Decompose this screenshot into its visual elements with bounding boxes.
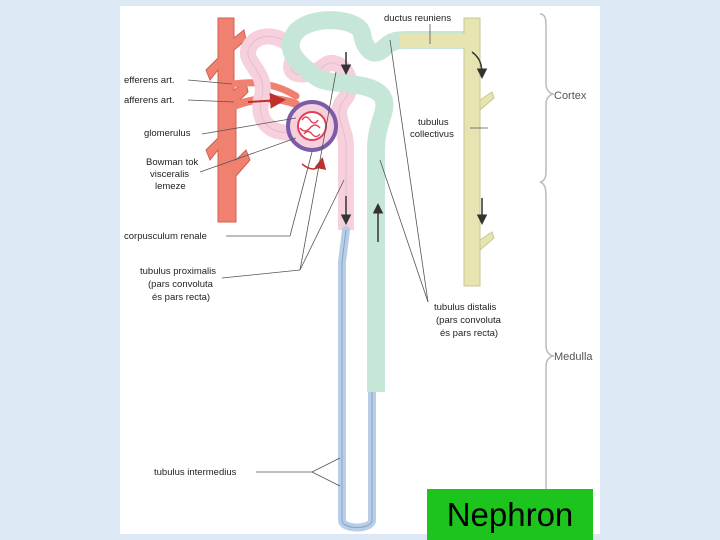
label-glomerulus: glomerulus	[144, 128, 191, 139]
label-distalis-1: tubulus distalis	[434, 302, 497, 313]
label-efferens-art: efferens art.	[124, 75, 175, 86]
label-corpusculum-renale: corpusculum renale	[124, 231, 207, 242]
cortex-label: Cortex	[554, 90, 587, 102]
slide-title-box: Nephron	[427, 489, 593, 540]
label-distalis-3: és pars recta)	[440, 328, 498, 339]
slide-title: Nephron	[447, 496, 574, 534]
collecting-duct	[400, 18, 494, 286]
label-proximalis-1: tubulus proximalis	[140, 266, 216, 277]
label-afferens-art: afferens art.	[124, 95, 175, 106]
label-proximalis-2: (pars convoluta	[148, 279, 214, 290]
label-tubulus-intermedius: tubulus intermedius	[154, 467, 237, 478]
label-ductus-reuniens: ductus reuniens	[384, 13, 451, 24]
label-bowman-3: lemeze	[155, 181, 186, 192]
medulla-bracket	[540, 182, 554, 532]
label-bowman-2: visceralis	[150, 169, 189, 180]
renal-corpuscle	[288, 102, 336, 150]
medulla-label: Medulla	[554, 351, 593, 363]
label-proximalis-3: és pars recta)	[152, 292, 210, 303]
label-distalis-2: (pars convoluta	[436, 315, 502, 326]
label-tubulus-collectivus-2: collectivus	[410, 129, 454, 140]
label-tubulus-collectivus-1: tubulus	[418, 117, 449, 128]
cortex-bracket	[540, 14, 554, 182]
label-bowman-1: Bowman tok	[146, 157, 199, 168]
